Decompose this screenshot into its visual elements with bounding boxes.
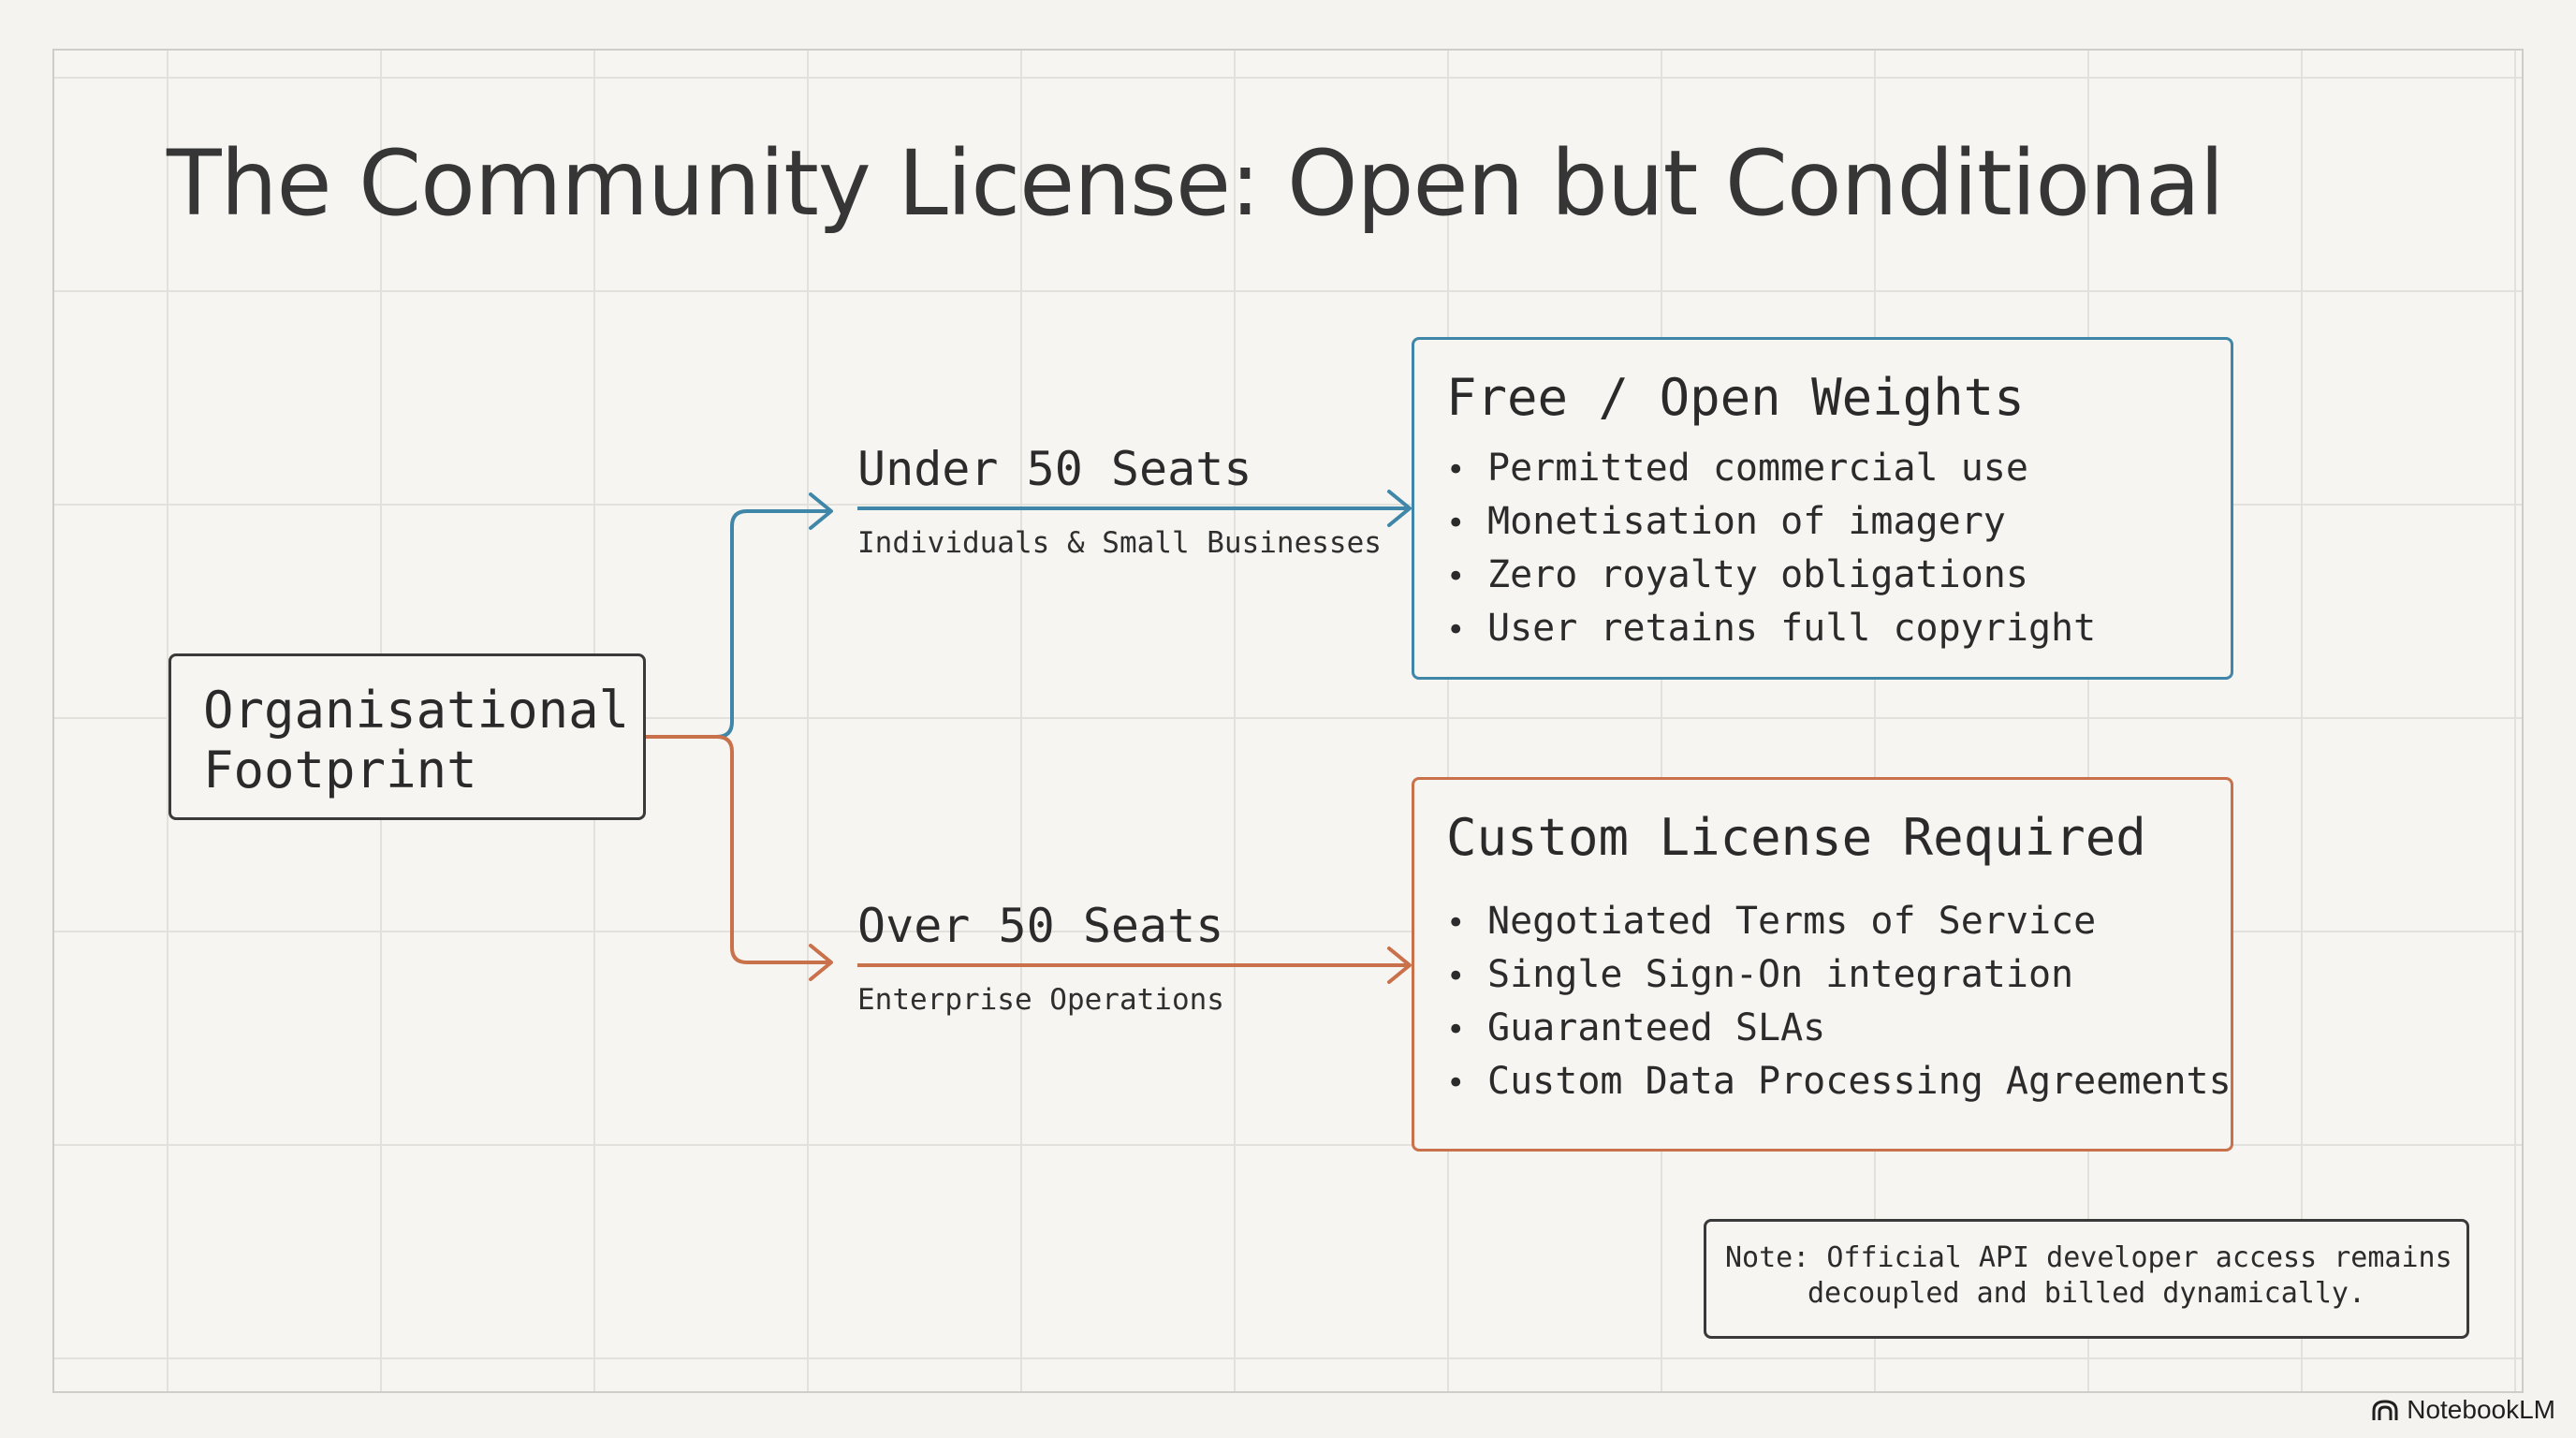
slide-title: The Community License: Open but Conditio… <box>167 131 2224 236</box>
outcome-free-title: Free / Open Weights <box>1446 368 2025 427</box>
branch-over-50-sub: Enterprise Operations <box>857 983 1224 1017</box>
list-item: •Negotiated Terms of Service <box>1446 896 2199 949</box>
bullet-icon: • <box>1446 904 1466 942</box>
list-item: •Guaranteed SLAs <box>1446 1003 2199 1056</box>
root-node-line1: Organisational <box>203 681 630 740</box>
outcome-free-open-weights: Free / Open Weights •Permitted commercia… <box>1412 337 2233 680</box>
arrowhead-under-50-icon <box>809 492 833 530</box>
arrowhead-custom-icon <box>1387 946 1412 984</box>
api-access-note: Note: Official API developer access rema… <box>1704 1219 2469 1339</box>
bullet-icon: • <box>1446 958 1466 995</box>
connector-root-to-under-50 <box>646 509 829 739</box>
branch-over-50-label: Over 50 Seats <box>857 899 1224 953</box>
slide-frame <box>52 49 2524 1393</box>
branch-under-50-sub: Individuals & Small Businesses <box>857 526 1382 560</box>
outcome-custom-title: Custom License Required <box>1446 808 2146 867</box>
notebooklm-brand[interactable]: NotebookLM <box>2371 1395 2555 1425</box>
bullet-icon: • <box>1446 505 1466 542</box>
note-line2: decoupled and billed dynamically. <box>1807 1277 2366 1310</box>
list-item: •Zero royalty obligations <box>1446 550 2199 603</box>
list-item: •User retains full copyright <box>1446 603 2199 656</box>
outcome-custom-license: Custom License Required •Negotiated Term… <box>1412 777 2233 1152</box>
bullet-icon: • <box>1446 451 1466 489</box>
arrowhead-over-50-icon <box>809 944 833 981</box>
notebooklm-logo-icon <box>2372 1400 2398 1420</box>
outcome-custom-list: •Negotiated Terms of Service •Single Sig… <box>1446 896 2232 1109</box>
brand-name: NotebookLM <box>2407 1395 2555 1424</box>
bullet-icon: • <box>1446 1064 1466 1102</box>
outcome-free-list: •Permitted commercial use •Monetisation … <box>1446 443 2199 656</box>
root-node-organisational-footprint: Organisational Footprint <box>168 653 646 820</box>
bullet-icon: • <box>1446 558 1466 595</box>
list-item: •Monetisation of imagery <box>1446 496 2199 550</box>
note-line1: Note: Official API developer access rema… <box>1725 1241 2452 1274</box>
list-item: •Permitted commercial use <box>1446 443 2199 496</box>
bullet-icon: • <box>1446 1011 1466 1049</box>
branch-under-50-label: Under 50 Seats <box>857 442 1252 496</box>
connector-root-to-over-50 <box>646 735 829 964</box>
list-item: •Custom Data Processing Agreements <box>1446 1056 2232 1109</box>
bullet-icon: • <box>1446 611 1466 649</box>
list-item: •Single Sign-On integration <box>1446 949 2199 1003</box>
root-node-line2: Footprint <box>203 741 477 800</box>
arrowhead-free-icon <box>1387 490 1412 527</box>
